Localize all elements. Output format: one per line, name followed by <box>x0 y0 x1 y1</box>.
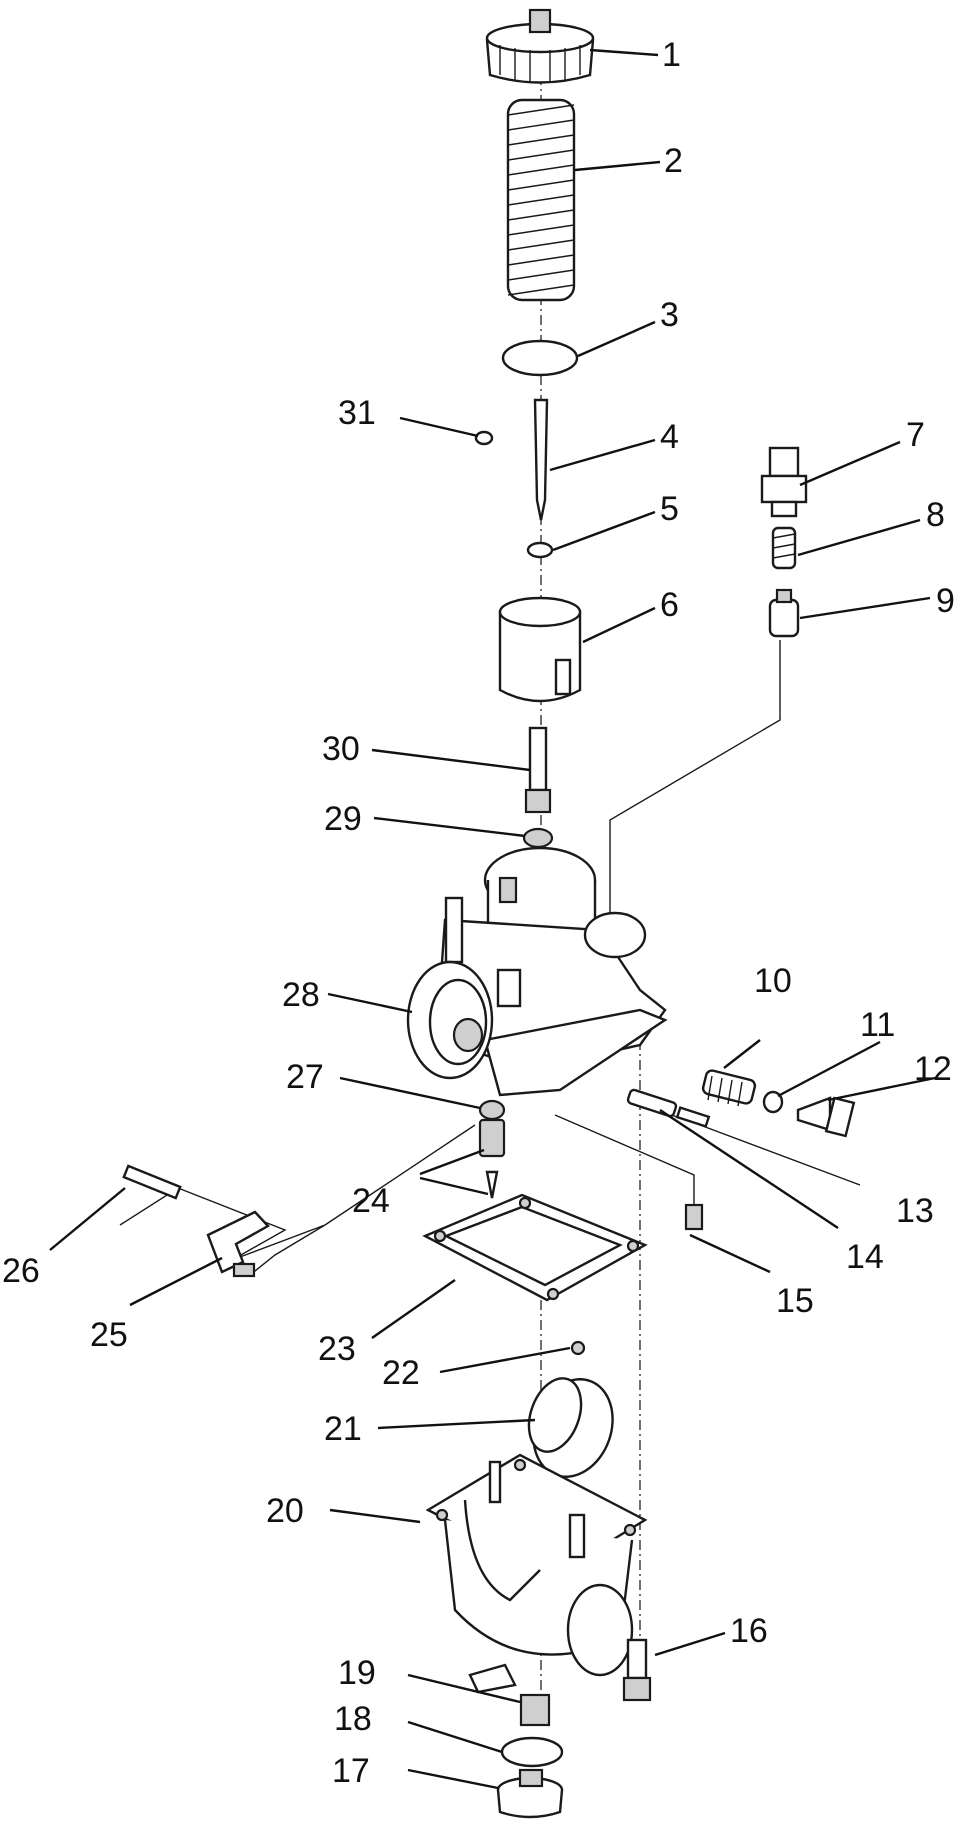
callout-8: 8 <box>926 496 945 534</box>
part-11-washer <box>762 1090 784 1114</box>
callout-19: 19 <box>338 1654 376 1692</box>
callout-5: 5 <box>660 490 679 528</box>
part-22-ball <box>570 1340 586 1356</box>
part-10-spring <box>701 1069 757 1107</box>
part-7-fitting <box>760 446 808 518</box>
part-21-float <box>527 1377 614 1478</box>
callout-12: 12 <box>914 1050 952 1088</box>
callout-31: 31 <box>338 394 376 432</box>
callout-22: 22 <box>382 1354 420 1392</box>
part-31-clip <box>474 430 494 446</box>
part-17-drain-plug <box>496 1768 564 1819</box>
callout-14: 14 <box>846 1238 884 1276</box>
part-24-needle-and-seat <box>478 1118 506 1199</box>
callout-7: 7 <box>906 416 925 454</box>
callout-15: 15 <box>776 1282 814 1320</box>
callout-18: 18 <box>334 1700 372 1738</box>
part-26-float-pin <box>119 1164 287 1261</box>
callout-1: 1 <box>662 36 681 74</box>
callout-30: 30 <box>322 730 360 768</box>
callout-21: 21 <box>324 1410 362 1448</box>
part-8-small-spring <box>771 526 797 570</box>
leader-lines <box>49 48 936 1790</box>
part-30-needle-jet <box>524 726 552 814</box>
callout-27: 27 <box>286 1058 324 1096</box>
callout-3: 3 <box>660 296 679 334</box>
callout-13: 13 <box>896 1192 934 1230</box>
callout-25: 25 <box>90 1316 128 1354</box>
callout-2: 2 <box>664 142 683 180</box>
part-27-pilot-jet <box>478 1099 506 1121</box>
part-25-float-arm <box>206 1124 476 1278</box>
callout-6: 6 <box>660 586 679 624</box>
part-19-jet <box>519 1693 551 1727</box>
part-20-float-bowl <box>425 1453 648 1694</box>
part-23-gasket <box>422 1193 648 1302</box>
part-12-pilot-air-screw <box>796 1096 856 1138</box>
part-6-throttle-slide <box>498 596 582 703</box>
callout-17: 17 <box>332 1752 370 1790</box>
part-4-jet-needle <box>533 398 549 521</box>
callout-20: 20 <box>266 1492 304 1530</box>
part-1-top-cap <box>485 8 595 84</box>
part-2-spring <box>506 98 576 302</box>
callout-labels: 1 2 3 4 5 6 7 8 9 10 11 12 13 14 15 16 1… <box>2 36 955 1790</box>
callout-24: 24 <box>352 1182 390 1220</box>
callout-4: 4 <box>660 418 679 456</box>
part-18-o-ring <box>500 1736 564 1768</box>
part-15-main-jet <box>554 1114 704 1231</box>
callout-29: 29 <box>324 800 362 838</box>
callout-23: 23 <box>318 1330 356 1368</box>
part-14-idle-screw <box>626 1088 711 1128</box>
part-3-retainer-plate <box>501 339 579 377</box>
part-28-intake-bore <box>406 960 494 1080</box>
callout-16: 16 <box>730 1612 768 1650</box>
part-16-bowl-screw <box>622 1638 652 1702</box>
callout-11: 11 <box>860 1006 895 1044</box>
pilot-jet-axis-line <box>609 640 781 945</box>
callout-10: 10 <box>754 962 792 1000</box>
callout-26: 26 <box>2 1252 40 1290</box>
callout-9: 9 <box>936 582 955 620</box>
part-29-washer <box>522 827 554 849</box>
carburetor-body <box>438 846 668 1097</box>
callout-28: 28 <box>282 976 320 1014</box>
part-9-plunger <box>768 588 800 638</box>
part-5-washer <box>526 541 554 559</box>
